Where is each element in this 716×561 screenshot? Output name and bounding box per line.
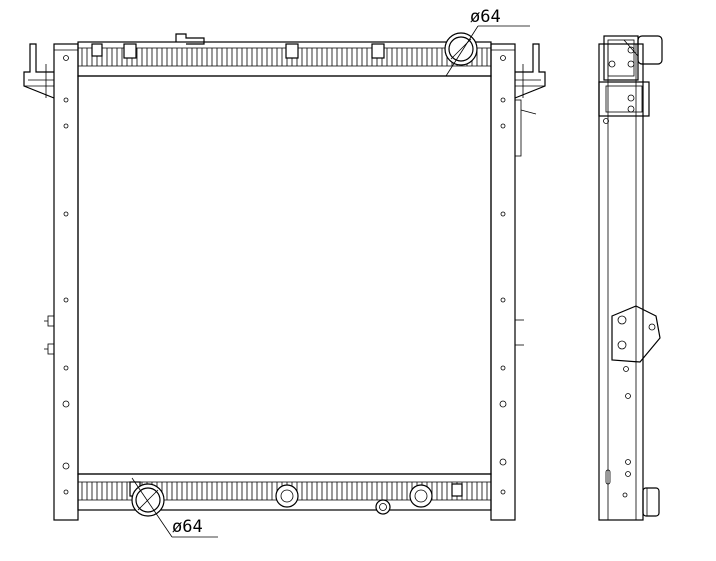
left-side-pins: [44, 315, 55, 355]
top-inlet: [444, 32, 478, 66]
right-side-clips: [514, 99, 537, 346]
top-inlet-diameter-label: ø64: [470, 7, 501, 27]
mounting-hole: [63, 211, 69, 217]
mounting-hole: [500, 489, 506, 495]
side-mid-bracket: [611, 305, 661, 372]
mounting-hole: [499, 458, 507, 466]
bottom-clip: [451, 483, 463, 497]
mounting-hole: [500, 55, 506, 61]
top-clip: [285, 43, 299, 59]
bottom-outlet-diameter-label: ø64: [172, 517, 203, 537]
top-clip: [371, 43, 385, 59]
side-view: [598, 35, 663, 521]
bottom-port-fitting: [275, 484, 299, 508]
radiator-core: [77, 75, 492, 475]
right-side-rail: [490, 43, 516, 521]
top-tank: [77, 33, 492, 77]
left-side-rail: [53, 43, 79, 521]
front-view: ø64 ø64: [23, 7, 546, 538]
mounting-hole: [500, 211, 506, 217]
side-outlet-stub: [642, 487, 660, 517]
bottom-outlet-dimension: ø64: [131, 477, 218, 538]
side-holes: [605, 393, 631, 498]
bottom-tank: [77, 473, 492, 515]
mounting-hole: [500, 123, 506, 129]
left-mounting-bracket: [23, 43, 55, 99]
right-mounting-bracket: [514, 43, 546, 99]
top-filler-neck: [175, 33, 205, 45]
mounting-hole: [499, 400, 507, 408]
mounting-hole: [63, 123, 69, 129]
mounting-hole: [500, 297, 506, 303]
mounting-hole: [63, 489, 69, 495]
bottom-port-fitting: [409, 484, 433, 508]
mounting-hole: [63, 297, 69, 303]
mounting-hole: [63, 365, 69, 371]
top-inlet-dimension: ø64: [445, 7, 530, 77]
mounting-hole: [500, 97, 506, 103]
mounting-hole: [63, 97, 69, 103]
side-top-bracket: [598, 35, 663, 124]
mounting-hole: [63, 55, 69, 61]
side-rail: [598, 43, 644, 521]
top-clip: [91, 43, 103, 57]
mounting-hole: [62, 462, 70, 470]
rail-mounting-holes: [62, 55, 507, 495]
bottom-outlet: [131, 483, 165, 517]
mounting-hole: [62, 400, 70, 408]
drain-plug: [375, 499, 391, 515]
top-clip: [123, 43, 137, 59]
mounting-hole: [500, 365, 506, 371]
top-tank-ribs: [81, 48, 488, 66]
